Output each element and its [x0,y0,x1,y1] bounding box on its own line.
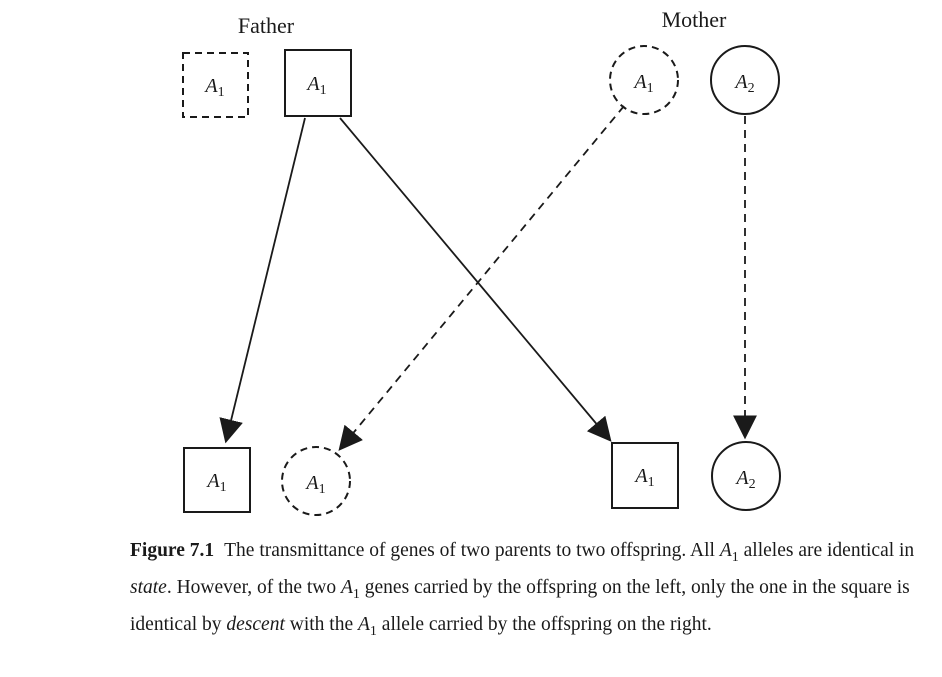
svg-text:A1: A1 [305,73,326,98]
caption-text-5: with the [284,613,358,635]
right-offspring-circle: A2 [711,441,781,511]
svg-text:A1: A1 [203,75,224,100]
mother-allele-dashed-circle: A1 [609,45,679,115]
caption-emphasis-state: state [130,576,167,598]
mother-label: Mother [662,7,727,32]
figure-label: Figure 7.1 [130,540,215,561]
father-allele-dashed-square: A1 [182,52,249,118]
caption-symbol-a1: A1 [358,613,377,639]
caption-text-1: The transmittance of genes of two parent… [224,540,720,561]
svg-text:A2: A2 [733,71,754,96]
father-label: Father [238,13,295,38]
svg-text:A1: A1 [304,472,325,497]
caption-text-6: allele carried by the offspring on the r… [376,613,712,635]
svg-text:A2: A2 [734,467,755,492]
caption-text-4: genes carried by the offspring on the le… [130,576,910,635]
caption-symbol-a1: A1 [719,540,739,565]
left-offspring-dashed-circle: A1 [281,446,351,516]
transmission-diagram: Father Mother A1 A1 A1 A2 A1 A1 A1 [182,7,781,516]
svg-text:A1: A1 [633,465,654,490]
right-offspring-square: A1 [611,442,679,509]
arrow-father-to-right-offspring [339,117,612,442]
father-allele-solid-square: A1 [284,49,352,117]
arrow-father-to-left-offspring [219,117,306,444]
mother-allele-solid-circle: A2 [710,45,780,115]
caption-emphasis-descent: descent [226,613,285,635]
arrow-mother-dashed-to-left-offspring [338,105,625,451]
caption-symbol-a1: A1 [340,576,360,602]
svg-text:A1: A1 [205,470,226,495]
caption-text-3: . However, of the two [166,576,341,598]
left-offspring-square: A1 [183,447,251,513]
caption-text-2: alleles are identical in [738,540,915,561]
svg-text:A1: A1 [632,71,653,96]
figure-caption: Figure 7.1 The transmittance of genes of … [130,536,930,647]
